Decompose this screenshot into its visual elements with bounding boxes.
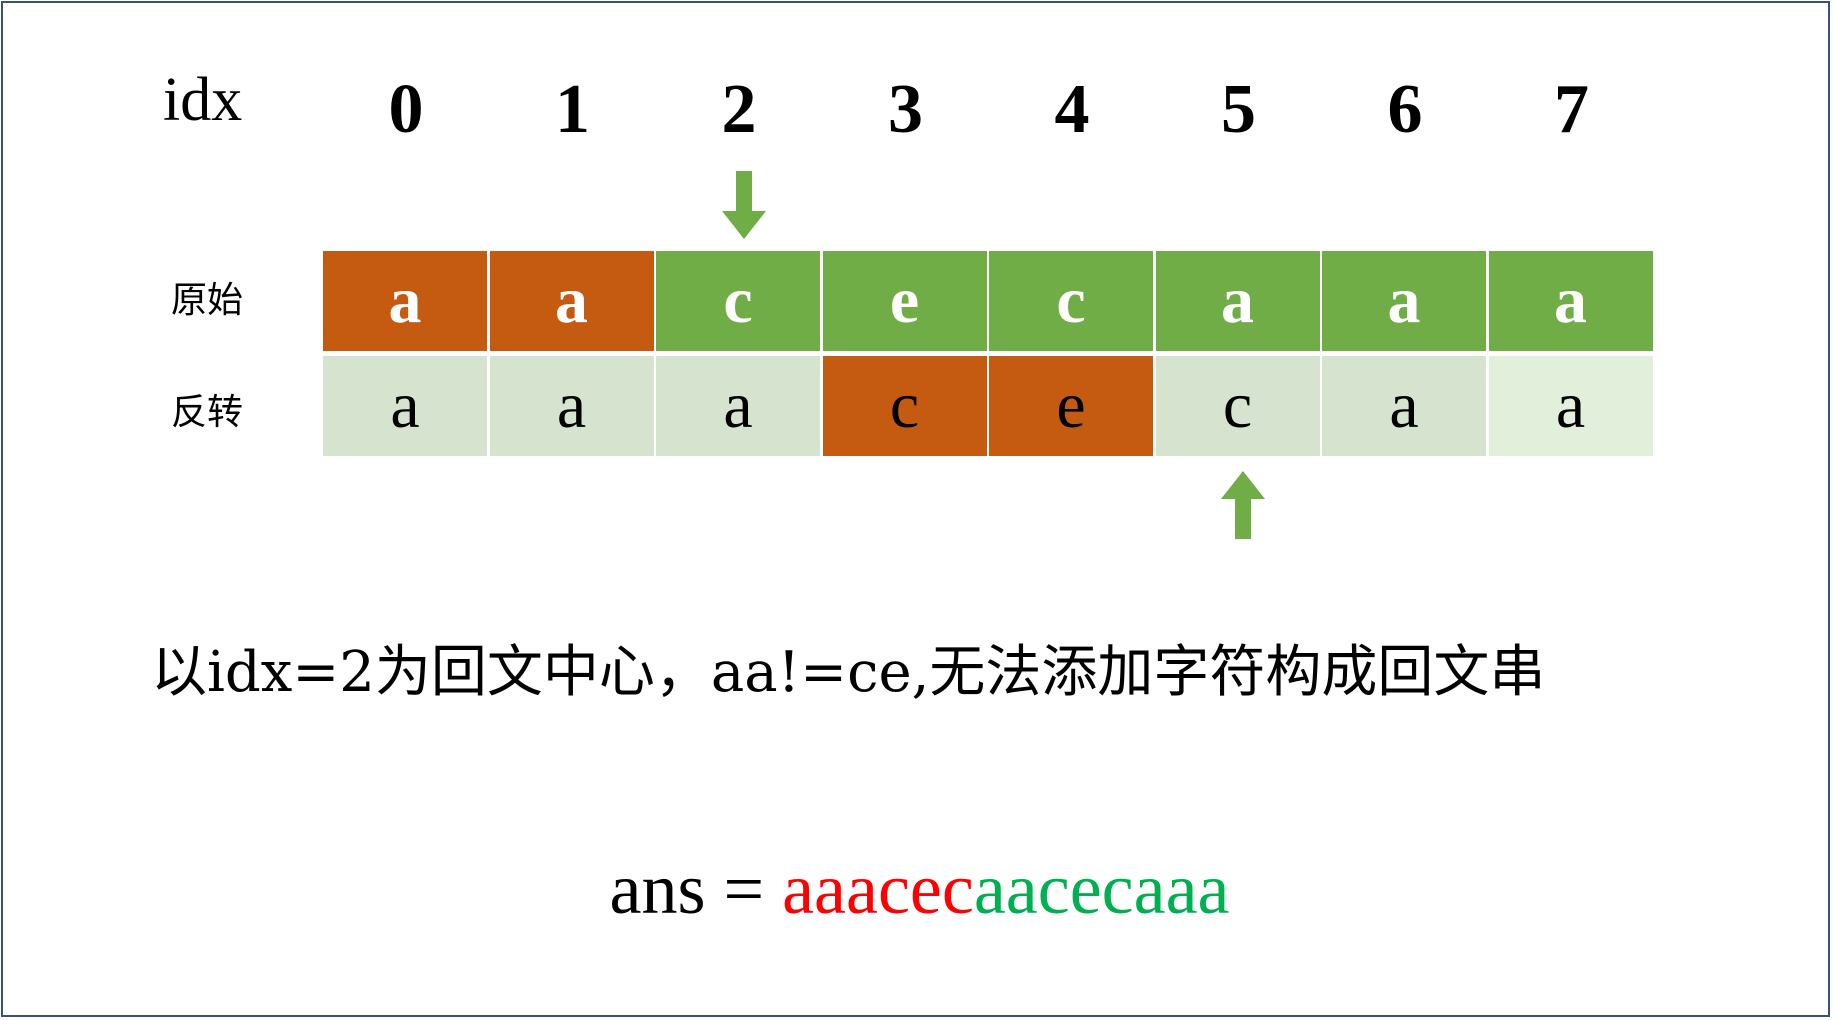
caption-text: 以idx=2为回文中心，aa!=ce,无法添加字符构成回文串 [151, 640, 1546, 705]
index-number: 5 [1221, 71, 1256, 148]
answer-green-part: aacecaaa [973, 849, 1230, 929]
reversed-cell: a [1488, 356, 1653, 456]
index-number: 3 [888, 71, 923, 148]
index-number: 2 [721, 71, 757, 148]
reversed-cell: a [656, 356, 820, 456]
original-cell: a [1488, 251, 1653, 351]
original-cell: a [489, 251, 654, 351]
reversed-cell: a [489, 356, 654, 456]
reversed-row-label: 反转 [171, 392, 244, 433]
original-cell: e [822, 251, 987, 351]
original-cell: a [1322, 251, 1486, 351]
answer-line: ans = aaacecaacecaaa [3, 853, 1833, 925]
index-number: 0 [388, 71, 424, 148]
index-number: 4 [1054, 71, 1090, 148]
original-cell: c [656, 251, 820, 351]
up-arrow-icon [1221, 471, 1265, 539]
index-number: 1 [555, 71, 590, 148]
index-number: 6 [1387, 71, 1423, 148]
reversed-cell: c [822, 356, 987, 456]
original-cell: a [1155, 251, 1320, 351]
reversed-cell: e [989, 356, 1153, 456]
reversed-cell: a [323, 356, 487, 456]
down-arrow-icon [722, 171, 766, 239]
answer-red-part: aaacec [782, 849, 974, 929]
reversed-cell: c [1155, 356, 1320, 456]
original-row-label: 原始 [171, 280, 244, 321]
original-cell: c [989, 251, 1153, 351]
original-cell: a [323, 251, 487, 351]
answer-prefix: ans = [609, 849, 783, 929]
index-number: 7 [1554, 71, 1589, 148]
reversed-cell: a [1322, 356, 1486, 456]
idx-label: idx [163, 66, 243, 134]
